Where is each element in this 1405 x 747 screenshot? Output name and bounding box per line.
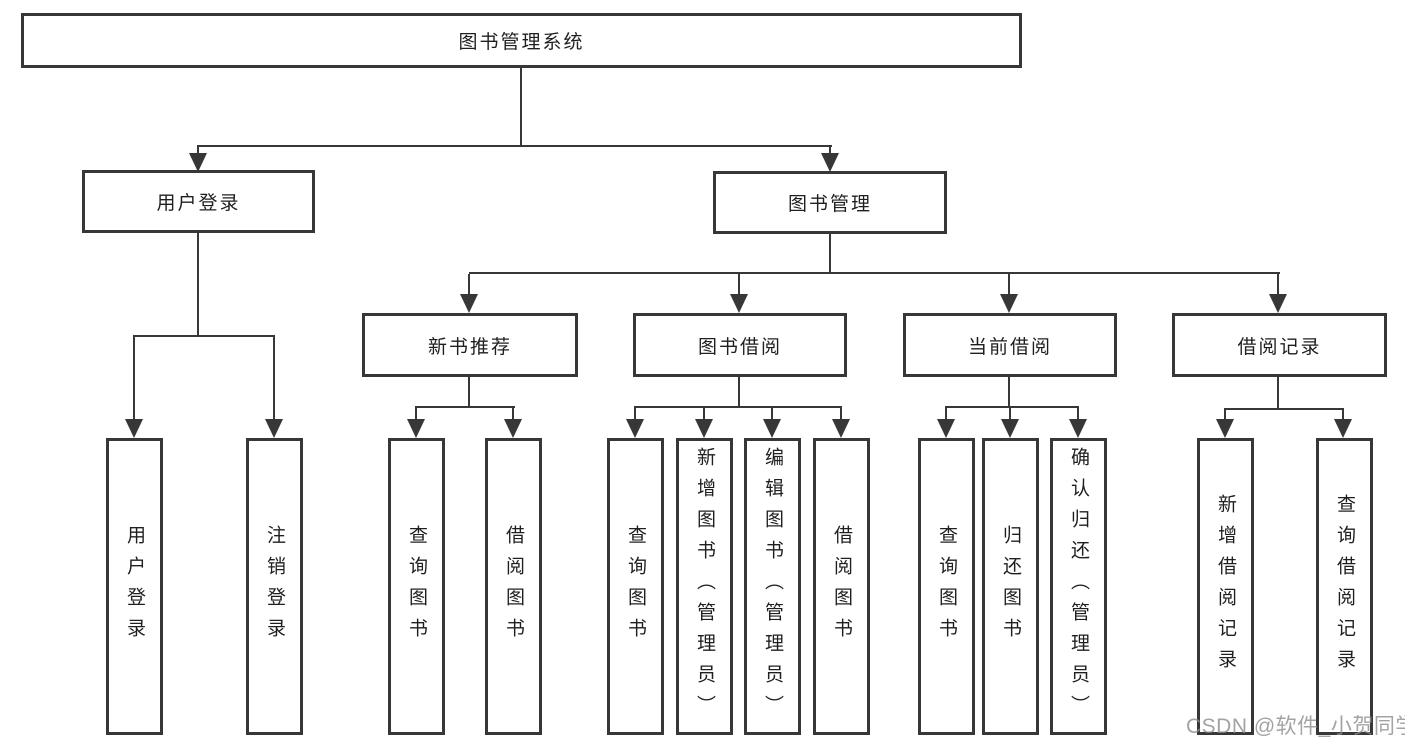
leaf-confirm-return-admin: 确认归还（管理员） [1050,438,1107,735]
arrowhead-down-icon [125,419,143,438]
connector-line [512,408,514,419]
connector-line [1077,408,1079,419]
connector-line [133,335,275,337]
arrowhead-down-icon [1069,419,1087,438]
connector-line [197,233,199,335]
node-current-borrow: 当前借阅 [903,313,1117,377]
node-label: 新增借阅记录 [1215,493,1236,680]
connector-line [738,377,740,406]
node-label: 查询图书 [936,524,957,649]
connector-line [1008,274,1010,295]
connector-line [197,147,199,155]
arrowhead-down-icon [1334,419,1352,438]
csdn-watermark: CSDN @软件_小贺同学 [1186,715,1405,738]
connector-line [945,406,1079,408]
connector-line [133,337,135,420]
connector-line [634,408,636,419]
leaf-query-borrow-record: 查询借阅记录 [1316,438,1373,735]
node-label: 当前借阅 [967,336,1052,358]
arrowhead-down-icon [730,294,748,313]
arrowhead-down-icon [265,419,283,438]
node-label: 借阅图书 [831,524,852,649]
node-label: 用户登录 [124,524,145,649]
node-label: 用户登录 [156,193,241,214]
node-label: 图书管理 [787,194,872,215]
leaf-user-login: 用户登录 [106,438,163,735]
leaf-return-book: 归还图书 [982,438,1039,735]
connector-line [829,147,831,155]
node-root: 图书管理系统 [21,13,1022,68]
leaf-borrow-book-recommend: 借阅图书 [485,438,542,735]
connector-line [840,408,842,419]
connector-line [703,408,705,419]
leaf-query-book-borrow: 查询图书 [607,438,664,735]
connector-line [1224,410,1226,419]
leaf-borrow-book: 借阅图书 [813,438,870,735]
arrowhead-down-icon [407,419,425,438]
connector-line [738,274,740,295]
connector-line [829,234,831,272]
node-label: 新书推荐 [427,336,512,358]
connector-line [771,408,773,419]
connector-line [415,408,417,419]
connector-line [1008,377,1010,406]
arrowhead-down-icon [832,419,850,438]
connector-line [1277,377,1279,408]
node-label: 新增图书（管理员） [694,447,715,726]
arrowhead-down-icon [695,419,713,438]
node-label: 编辑图书（管理员） [762,447,783,726]
leaf-add-borrow-record: 新增借阅记录 [1197,438,1254,735]
connector-line [1224,408,1344,410]
arrowhead-down-icon [1000,294,1018,313]
arrowhead-down-icon [460,294,478,313]
connector-line [273,337,275,420]
node-label: 借阅记录 [1237,336,1322,358]
node-user-login: 用户登录 [82,170,315,233]
connector-line [1009,408,1011,419]
connector-line [1277,274,1279,295]
node-label: 查询借阅记录 [1334,493,1355,680]
node-label: 查询图书 [625,524,646,649]
connector-line [468,377,470,406]
arrowhead-down-icon [1216,419,1234,438]
connector-line [945,408,947,419]
leaf-query-book-current: 查询图书 [918,438,975,735]
connector-line [468,274,470,295]
connector-line [1342,410,1344,419]
leaf-query-book-recommend: 查询图书 [388,438,445,735]
node-book-borrow: 图书借阅 [633,313,847,377]
leaf-logout: 注销登录 [246,438,303,735]
connector-line [634,406,842,408]
connector-line [197,145,832,147]
node-label: 注销登录 [264,524,285,649]
arrowhead-down-icon [1001,419,1019,438]
node-new-book-recommend: 新书推荐 [362,313,578,377]
connector-line [469,272,1280,274]
leaf-edit-book-admin: 编辑图书（管理员） [744,438,801,735]
connector-line [520,68,522,145]
arrowhead-down-icon [821,153,839,172]
node-label: 确认归还（管理员） [1068,447,1089,726]
arrowhead-down-icon [1269,294,1287,313]
node-label: 归还图书 [1000,524,1021,649]
leaf-add-book-admin: 新增图书（管理员） [676,438,733,735]
connector-line [415,406,515,408]
node-label: 查询图书 [406,524,427,649]
arrowhead-down-icon [626,419,644,438]
arrowhead-down-icon [504,419,522,438]
arrowhead-down-icon [189,153,207,172]
node-book-management: 图书管理 [713,171,947,234]
node-label: 图书借阅 [697,336,782,358]
node-label: 借阅图书 [503,524,524,649]
arrowhead-down-icon [937,419,955,438]
node-label: 图书管理系统 [458,32,585,53]
node-borrow-records: 借阅记录 [1172,313,1387,377]
arrowhead-down-icon [763,419,781,438]
